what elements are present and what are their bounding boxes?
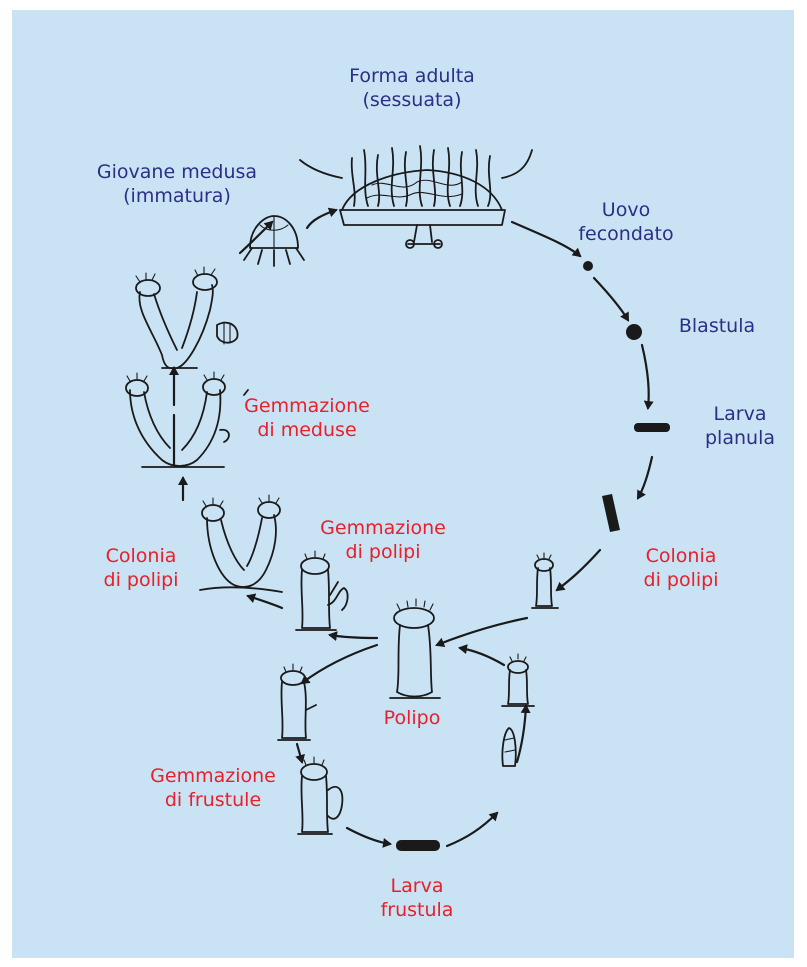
diagram-panel: Forma adulta (sessuata) Giovane medusa (… <box>12 10 794 958</box>
settled-polyp-drawing <box>532 553 558 608</box>
young-polyp-right-drawing <box>502 654 534 706</box>
settling-planula-drawing <box>602 494 620 532</box>
label-gemmazione-polipi: Gemmazione di polipi <box>308 516 458 564</box>
polyp-colony-left <box>200 495 282 592</box>
frustule-budding-polyp-lower <box>298 757 342 834</box>
blastula-drawing <box>626 324 642 340</box>
label-gemmazione-meduse-line2: di meduse <box>232 418 382 442</box>
adult-medusa-drawing <box>300 146 532 248</box>
label-colonia-polipi-left: Colonia di polipi <box>86 544 196 592</box>
life-cycle-drawing <box>12 10 794 958</box>
label-giovane-medusa: Giovane medusa (immatura) <box>72 160 282 208</box>
label-gemmazione-frustule: Gemmazione di frustule <box>138 764 288 812</box>
label-blastula: Blastula <box>662 314 772 338</box>
label-colonia-right-line2: di polipi <box>626 568 736 592</box>
label-gemmazione-polipi-line2: di polipi <box>308 540 458 564</box>
label-gemmazione-polipi-line1: Gemmazione <box>308 516 458 540</box>
label-uovo-line2: fecondato <box>566 222 686 246</box>
label-colonia-polipi-right: Colonia di polipi <box>626 544 736 592</box>
label-forma-adulta-line1: Forma adulta <box>312 64 512 88</box>
label-gemmazione-frustule-line2: di frustule <box>138 788 288 812</box>
planula-drawing <box>634 423 670 432</box>
label-blastula-text: Blastula <box>662 314 772 338</box>
label-forma-adulta-line2: (sessuata) <box>312 88 512 112</box>
label-gemmazione-meduse-line1: Gemmazione <box>232 394 382 418</box>
label-colonia-left-line1: Colonia <box>86 544 196 568</box>
label-giovane-medusa-line2: (immatura) <box>72 184 282 208</box>
label-larva-frustula-line2: frustula <box>362 898 472 922</box>
label-larva-frustula: Larva frustula <box>362 874 472 922</box>
frustule-budding-polyp-upper <box>278 664 316 740</box>
medusa-bud-colony-middle <box>126 372 248 467</box>
label-larva-planula-line1: Larva <box>690 402 790 426</box>
label-polipo-text: Polipo <box>364 706 460 730</box>
label-uovo-fecondato: Uovo fecondato <box>566 198 686 246</box>
label-polipo: Polipo <box>364 706 460 730</box>
medusa-bud-colony-top <box>136 267 238 368</box>
label-colonia-right-line1: Colonia <box>626 544 736 568</box>
central-polyp-drawing <box>390 599 440 698</box>
label-uovo-line1: Uovo <box>566 198 686 222</box>
label-gemmazione-meduse: Gemmazione di meduse <box>232 394 382 442</box>
label-larva-planula: Larva planula <box>690 402 790 450</box>
egg-drawing <box>583 261 593 271</box>
label-forma-adulta: Forma adulta (sessuata) <box>312 64 512 112</box>
frustule-developing-drawing <box>502 728 515 766</box>
label-giovane-medusa-line1: Giovane medusa <box>72 160 282 184</box>
label-gemmazione-frustule-line1: Gemmazione <box>138 764 288 788</box>
label-larva-planula-line2: planula <box>690 426 790 450</box>
frustule-larva-drawing <box>396 840 440 851</box>
label-larva-frustula-line1: Larva <box>362 874 472 898</box>
label-colonia-left-line2: di polipi <box>86 568 196 592</box>
